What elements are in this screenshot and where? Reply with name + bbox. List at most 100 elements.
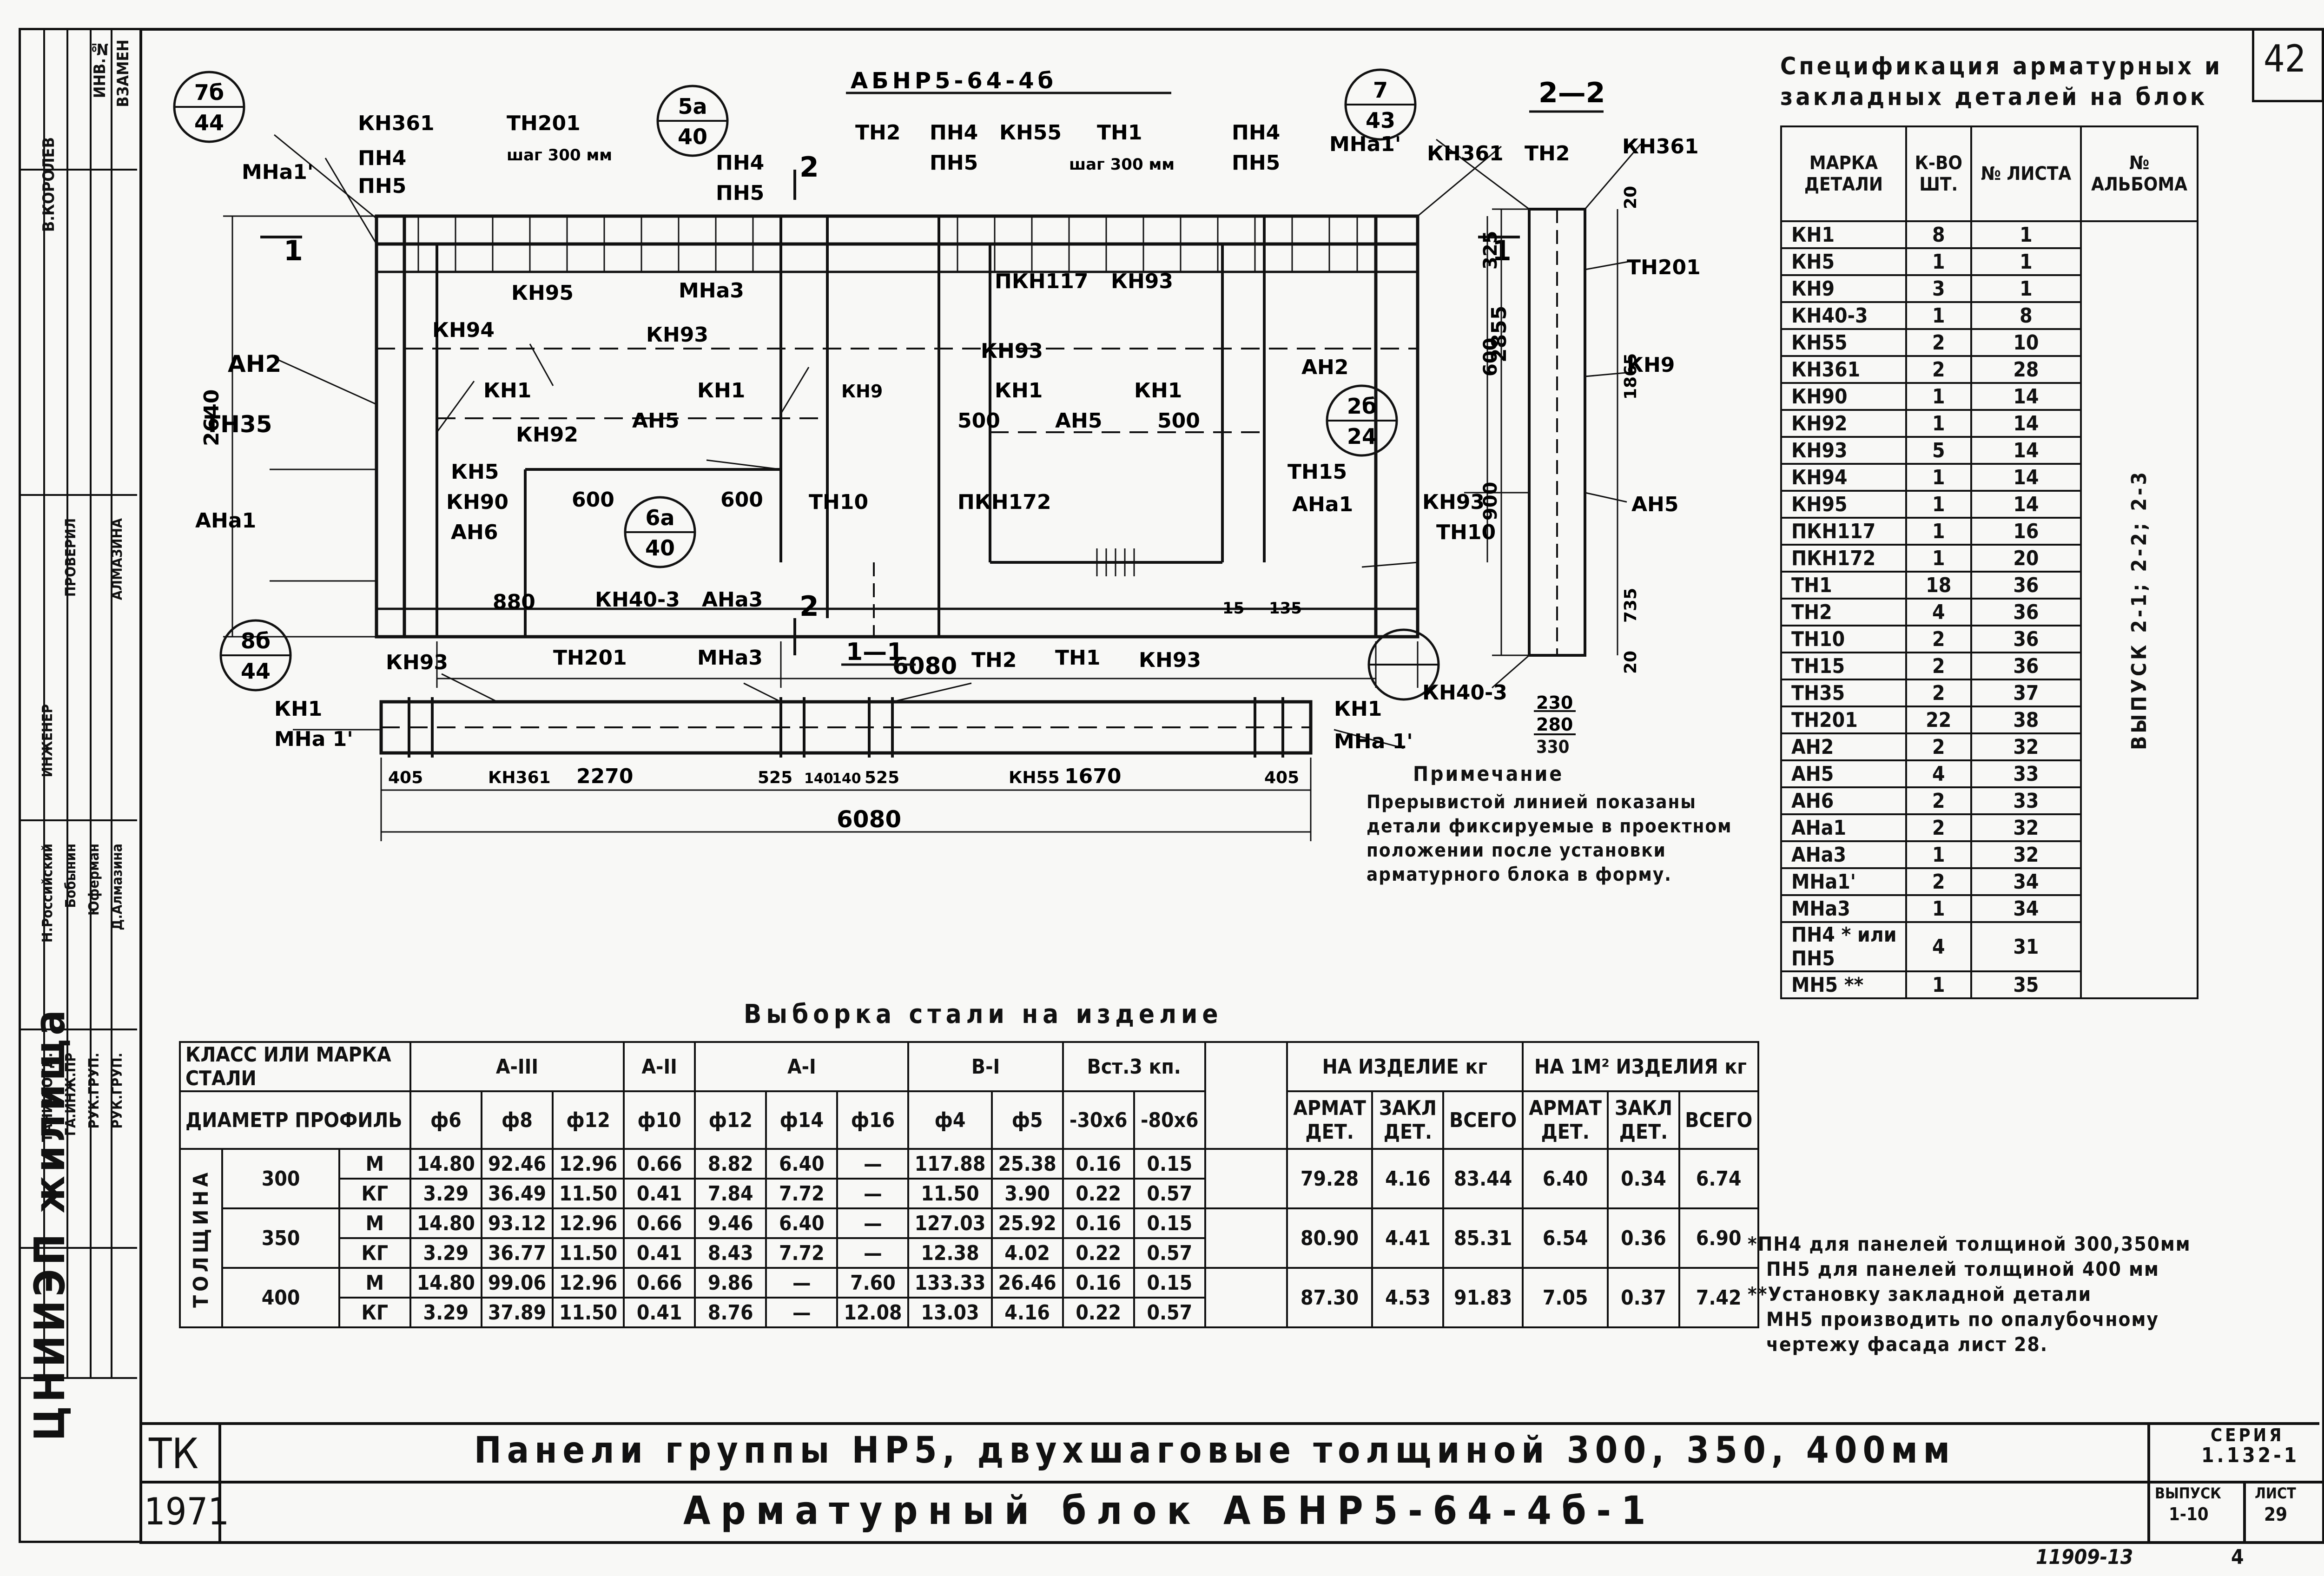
spec-cell-qty: 1 [1905, 970, 1972, 999]
spec-cell-mark: АН6 [1780, 786, 1907, 815]
s22-kh93: КН93 [1422, 490, 1485, 514]
spec-cell-sheet: 28 [1970, 355, 2082, 384]
lbl-kh55: КН55 [999, 121, 1062, 145]
spec-h-qty: К-ВО ШТ. [1905, 125, 1972, 222]
lbl-th10: ТН10 [809, 490, 868, 514]
lbl-sec2-bottom: 2 [799, 590, 819, 623]
spec-cell-sheet: 32 [1970, 813, 2082, 842]
steel-h-sub: ВСЕГО [1678, 1090, 1760, 1150]
dim-2855: 2855 [1487, 306, 1511, 363]
spec-cell-sheet: 36 [1970, 625, 2082, 653]
title-block: ТК 1971 Панели группы НР5, двухшаговые т… [139, 1422, 2322, 1541]
spec-note-0: *ПН4 для панелей толщиной 300,350мм [1748, 1233, 2191, 1255]
spec-cell-qty: 2 [1905, 813, 1972, 842]
steel-value: 0.22 [1062, 1237, 1135, 1269]
spec-cell-mark: ПКН172 [1780, 544, 1907, 573]
steel-value: — [765, 1297, 838, 1328]
callout-5-top: 8б [241, 628, 271, 653]
lbl-kh94: КН94 [432, 318, 495, 342]
tb-mid-line [218, 1481, 2147, 1484]
spec-cell-sheet: 31 [1970, 921, 2082, 972]
steel-row-thickness: 400 [221, 1267, 340, 1328]
steel-value: 11.50 [552, 1297, 625, 1328]
steel-total: 4.16 [1371, 1148, 1445, 1209]
side-stamp-lines [21, 30, 137, 1379]
steel-value: 92.46 [480, 1148, 554, 1180]
steel-total: 7.42 [1678, 1267, 1760, 1328]
spec-cell-mark: КН361 [1780, 355, 1907, 384]
lbl-kh1d: КН1 [1134, 379, 1182, 402]
tb-line1: Панели группы НР5, двухшаговые толщиной … [474, 1430, 1956, 1471]
steel-spacer-cell [1204, 1267, 1288, 1328]
steel-h-a3: А-III [409, 1041, 625, 1092]
spec-cell-sheet: 35 [1970, 970, 2082, 999]
spec-cell-mark: МНа3 [1780, 894, 1907, 923]
steel-h-b1: В-I [907, 1041, 1064, 1092]
s11-d6080: 6080 [837, 806, 901, 833]
lbl-pn4c: ПН4 [930, 121, 978, 145]
s22-th10: ТН10 [1436, 521, 1496, 544]
steel-h-vst: Вст.3 кп. [1062, 1041, 1206, 1092]
spec-cell-qty: 2 [1905, 732, 1972, 761]
steel-h-item: НА ИЗДЕЛИЕ кг [1286, 1041, 1524, 1092]
lbl-ana1b: АНа1 [1292, 493, 1353, 516]
lbl-kh361: КН361 [358, 112, 435, 135]
tb-org-cell: ТК [139, 1425, 221, 1484]
s11-kh1a: КН1 [274, 697, 322, 721]
steel-value: 0.66 [623, 1267, 696, 1299]
steel-value: 4.02 [990, 1237, 1064, 1269]
s11-kh55: КН55 [1009, 768, 1060, 787]
section-1-1-drawing: 1—1 КН93 ТН201 МНа3 ТН2 ТН1 КН93 КН1 МНа… [274, 638, 1413, 841]
lbl-th201: ТН201 [507, 112, 581, 135]
dim-600a: 600 [572, 488, 614, 512]
lbl-kh93b: КН93 [646, 323, 708, 347]
spec-cell-sheet: 1 [1970, 247, 2082, 276]
sheet-number-box [2252, 28, 2324, 102]
spec-cell-sheet: 32 [1970, 732, 2082, 761]
spec-cell-sheet: 38 [1970, 706, 2082, 734]
note-text: Прерывистой линией показаны детали фикси… [1367, 791, 1732, 885]
s11-kh361: КН361 [488, 768, 551, 787]
steel-value: 8.43 [694, 1237, 767, 1269]
steel-value: 3.29 [409, 1178, 482, 1209]
stamp-number: 11909-13 [2036, 1545, 2133, 1569]
spec-cell-mark: АНа3 [1780, 840, 1907, 869]
spec-cell-mark: МНа1' [1780, 867, 1907, 896]
steel-value: 0.15 [1133, 1207, 1206, 1239]
lbl-ah5a: АН5 [632, 409, 680, 433]
spec-cell-sheet: 36 [1970, 652, 2082, 680]
s11-d405a: 405 [388, 768, 423, 787]
steel-value: 11.50 [552, 1178, 625, 1209]
dim-6080: 6080 [892, 653, 957, 679]
steel-total: 0.37 [1607, 1267, 1680, 1328]
stamp-number-2: 4 [2231, 1545, 2244, 1569]
s11-mna1b: МНа 1' [1334, 730, 1413, 753]
s11-d525b: 525 [865, 768, 899, 787]
spec-cell-mark: АН2 [1780, 732, 1907, 761]
spec-cell-mark: КН94 [1780, 463, 1907, 492]
s22-d330: 330 [1536, 737, 1570, 757]
dim-500b: 500 [1157, 409, 1200, 433]
steel-total: 83.44 [1442, 1148, 1524, 1209]
steel-value: 0.16 [1062, 1148, 1135, 1180]
lbl-ah2b: АН2 [1301, 356, 1349, 379]
steel-value: — [836, 1207, 910, 1239]
dim-880: 880 [493, 590, 535, 614]
steel-value: 0.16 [1062, 1267, 1135, 1299]
spec-cell-sheet: 14 [1970, 436, 2082, 465]
s22-kh361a: КН361 [1427, 142, 1504, 165]
steel-value: 14.80 [409, 1148, 482, 1180]
lbl-kh93c: КН93 [981, 339, 1043, 363]
steel-h-col: ф5 [990, 1090, 1064, 1150]
steel-value: 117.88 [907, 1148, 993, 1180]
dim-135: 135 [1269, 599, 1302, 618]
lbl-pn5c: ПН5 [930, 151, 978, 175]
s22-d900: 900 [1480, 482, 1501, 521]
steel-row-unit-m: М [338, 1267, 411, 1299]
